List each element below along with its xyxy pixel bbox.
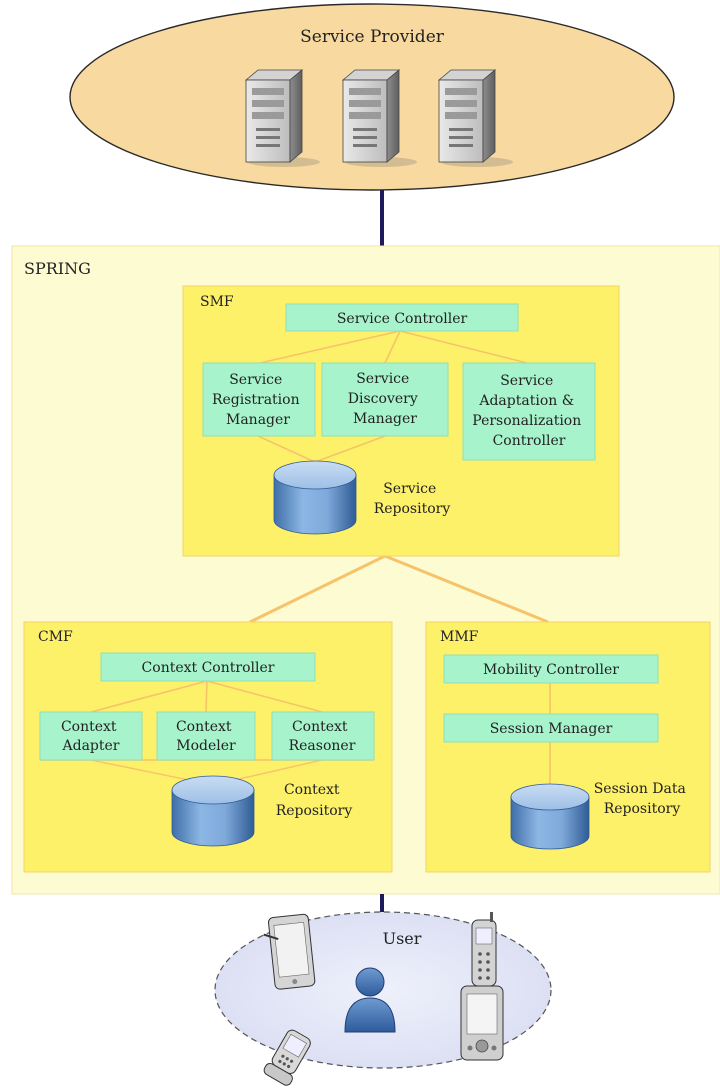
mobility-controller bbox=[443, 654, 659, 684]
service-controller-label: Service Controller bbox=[337, 311, 468, 327]
spring-label: SPRING bbox=[24, 259, 91, 278]
context-reasoner-label: Context Reasoner bbox=[289, 719, 356, 754]
mmf-module: MMF Mobility Controller Session Manager … bbox=[425, 621, 711, 873]
service-controller bbox=[285, 303, 519, 332]
session-data-repository-icon bbox=[510, 783, 590, 850]
flip-phone-icon bbox=[263, 1029, 311, 1086]
session-data-repository-label: Session Data Repository bbox=[594, 781, 691, 817]
cmf-label: CMF bbox=[38, 629, 73, 645]
service-discovery-manager-label: Service Discovery Manager bbox=[348, 371, 422, 427]
user-area: User bbox=[214, 911, 552, 1086]
context-repository-label: Context Repository bbox=[276, 782, 353, 819]
context-controller-label: Context Controller bbox=[142, 660, 275, 676]
context-adapter-label: Context Adapter bbox=[61, 719, 121, 754]
service-registration-manager-label: Service Registration Manager bbox=[212, 372, 304, 428]
service-registration-manager bbox=[202, 362, 316, 437]
server-icon bbox=[437, 69, 513, 167]
context-adapter bbox=[39, 711, 143, 761]
smf-label: SMF bbox=[200, 294, 234, 310]
service-discovery-manager bbox=[321, 362, 449, 437]
context-modeler bbox=[156, 711, 256, 761]
cmf-module: CMF Context Controller Context Adapter C… bbox=[23, 621, 393, 873]
service-repository-label: Service Repository bbox=[374, 481, 451, 517]
pda-icon bbox=[460, 985, 504, 1061]
service-provider: Service Provider bbox=[69, 3, 675, 191]
server-icon bbox=[341, 69, 417, 167]
tablet-icon bbox=[263, 913, 316, 990]
smf-cmf-connector bbox=[249, 554, 386, 624]
mobility-controller-label: Mobility Controller bbox=[483, 662, 619, 678]
service-adaptation-controller-label: Service Adaptation & Personalization Con… bbox=[472, 373, 585, 449]
smf-module: SMF Service Controller Service Registrat… bbox=[182, 285, 620, 557]
context-controller bbox=[100, 652, 316, 682]
mobile-phone-icon bbox=[471, 912, 497, 987]
mmf-label: MMF bbox=[440, 629, 479, 645]
context-repository-icon bbox=[171, 775, 255, 847]
session-manager bbox=[443, 713, 659, 743]
context-modeler-label: Context Modeler bbox=[176, 719, 236, 754]
service-repository-icon bbox=[273, 460, 357, 535]
user-icon bbox=[344, 967, 396, 1033]
server-icon bbox=[244, 69, 320, 167]
user-label: User bbox=[383, 929, 422, 948]
service-adaptation-controller bbox=[462, 362, 596, 461]
context-reasoner bbox=[271, 711, 375, 761]
smf-mmf-connector bbox=[384, 554, 549, 624]
session-manager-label: Session Manager bbox=[490, 721, 613, 737]
service-provider-label: Service Provider bbox=[300, 27, 445, 47]
